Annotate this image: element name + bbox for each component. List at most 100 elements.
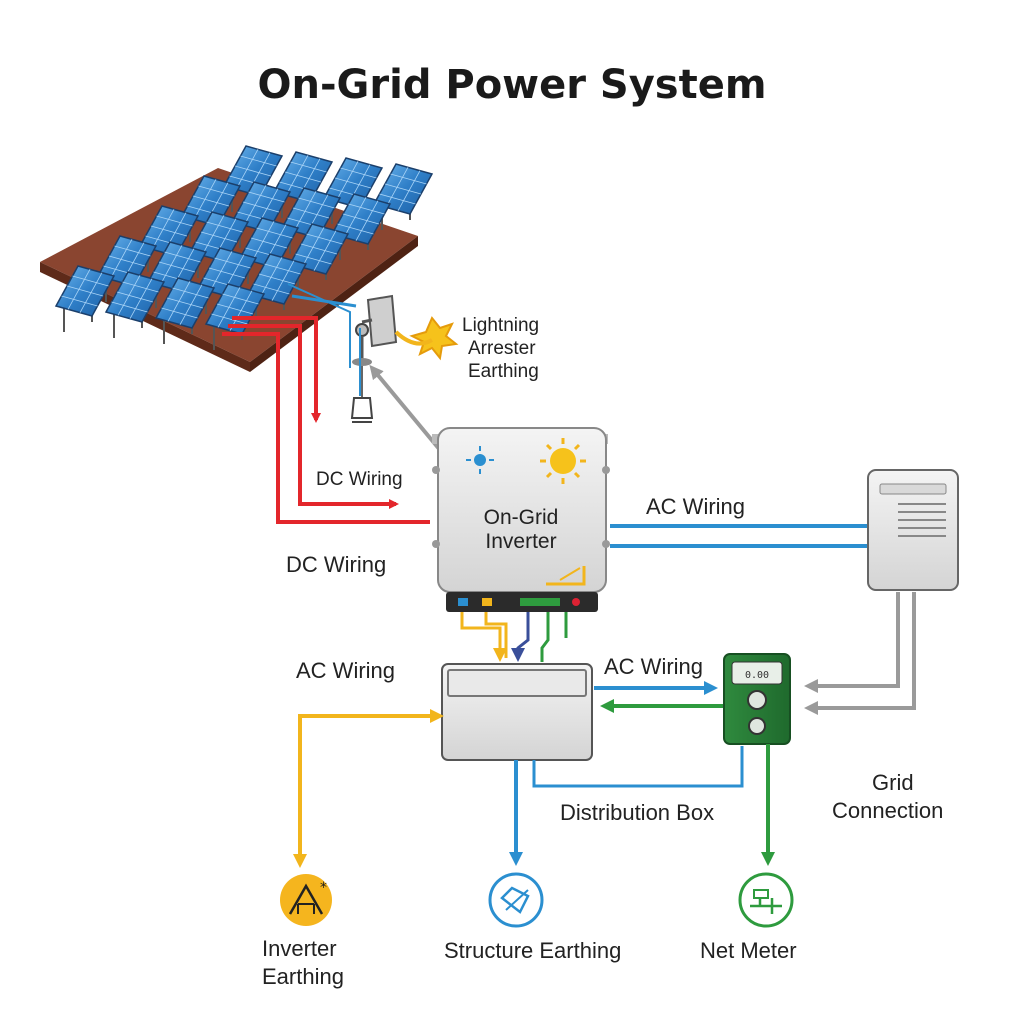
svg-text:*: *: [320, 880, 327, 896]
panel-cell-line: [164, 251, 201, 263]
panel-cell-line: [285, 155, 309, 196]
panel-cell-line: [390, 173, 427, 185]
panel-cell-line: [193, 179, 217, 220]
panel-cell-line: [217, 287, 241, 328]
panel-cell-line: [384, 183, 422, 195]
inverter-label-line2: Inverter: [485, 530, 557, 553]
panel-cell-line: [111, 301, 148, 313]
panel-cell-line: [209, 251, 233, 292]
grid-connection-label-1: Grid: [872, 770, 914, 795]
panel-cell-line: [79, 272, 103, 313]
panel-cell-line: [335, 161, 359, 202]
panel-cell-line: [306, 233, 343, 245]
panel-cell-line: [258, 273, 296, 285]
panel-cell-line: [150, 225, 188, 237]
grid-connection-label-2: Connection: [832, 798, 944, 823]
panel-cell-line: [337, 223, 374, 235]
ac-wiring-label-meter: AC Wiring: [604, 654, 704, 679]
lightning-label-1: Lightning: [462, 315, 540, 336]
panel-cell-line: [200, 231, 238, 243]
panel-cell-line: [355, 200, 379, 241]
panel-cell-line: [251, 221, 275, 262]
lightning-label-2: Arrester: [468, 338, 536, 359]
panel-cell-line: [151, 209, 175, 250]
panel-cell-line: [234, 165, 272, 177]
distribution-meter-link: [532, 746, 744, 788]
sun-icon: [409, 316, 459, 361]
dc-wires: [222, 283, 430, 524]
panel-cell-line: [250, 237, 288, 249]
panel-cell-line: [290, 161, 327, 173]
panel-cell-line: [129, 278, 153, 319]
panel-cell-line: [206, 221, 243, 233]
panel-cell-line: [334, 177, 372, 189]
panel-cell-line: [211, 313, 248, 325]
distribution-box-label: Distribution Box: [560, 800, 715, 825]
inverter-earthing-label-2: Earthing: [262, 964, 344, 989]
panel-cell-line: [342, 213, 380, 225]
distribution-box: [441, 663, 593, 761]
panel-cell-line: [385, 167, 409, 208]
panel-cell-line: [397, 170, 421, 211]
panel-cell-line: [216, 303, 254, 315]
panel-cell-line: [214, 257, 251, 269]
panel-cell-line: [300, 243, 338, 255]
ac-wiring-label-left: AC Wiring: [296, 658, 396, 683]
panel-cell-line: [379, 193, 416, 205]
lightning-arrester: [350, 294, 398, 423]
structure-earthing-label: Structure Earthing: [444, 938, 622, 963]
panel-cell-line: [66, 285, 104, 297]
panel-cell-line: [72, 275, 109, 287]
panel-cell-line: [298, 197, 335, 209]
lightning-label-3: Earthing: [468, 361, 539, 382]
earth-wire-arrester: [369, 364, 442, 452]
panel-cell-line: [243, 185, 267, 226]
panel-cell-line: [240, 155, 277, 167]
panel-cell-line: [301, 227, 325, 268]
panel-cell-line: [179, 284, 203, 325]
panel-cell-line: [158, 261, 196, 273]
panel-cell-line: [242, 201, 280, 213]
panel-cell-line: [109, 239, 133, 280]
inverter-label: On-Grid Inverter: [446, 506, 596, 554]
panel-cell-line: [253, 283, 290, 295]
panel-cell-line: [259, 257, 283, 298]
panel-cell-line: [248, 191, 285, 203]
panel-cell-line: [343, 197, 367, 238]
panel-cell-line: [159, 245, 183, 286]
on-grid-inverter: [432, 427, 610, 612]
panel-cell-line: [256, 227, 293, 239]
dc-wiring-label-lower: DC Wiring: [286, 552, 387, 577]
panel-cell-line: [348, 203, 385, 215]
svg-text:0.00: 0.00: [745, 670, 769, 681]
grid-to-meter-wires: [804, 592, 916, 715]
panel-cell-line: [313, 230, 337, 271]
inverter-earthing-label-1: Inverter: [262, 936, 337, 961]
page-title: On-Grid Power System: [257, 62, 767, 108]
net-meter-label: Net Meter: [700, 938, 797, 963]
earth-triangle-icon: *: [280, 874, 332, 926]
panel-cell-line: [192, 195, 230, 207]
panel-cell-line: [292, 207, 330, 219]
dc-wiring-label-upper: DC Wiring: [316, 469, 403, 490]
panel-cell-line: [172, 287, 209, 299]
panel-cell-line: [114, 245, 151, 257]
panel-cell-line: [108, 255, 146, 267]
net-meter-device: 0.00: [723, 653, 791, 745]
meter-icon: [738, 872, 794, 928]
panel-cell-line: [271, 260, 295, 301]
panel-cell-line: [166, 297, 204, 309]
panel-cell-line: [340, 167, 377, 179]
panel-cell-line: [67, 269, 91, 310]
grid-connection-box: [867, 469, 959, 591]
panel-cell-line: [208, 267, 246, 279]
inverter-to-distribution-wires: [460, 612, 568, 662]
inverter-label-line1: On-Grid: [483, 506, 559, 529]
panel-cell-line: [284, 171, 322, 183]
panel-cell-line: [293, 191, 317, 232]
solar-panel-array: [54, 145, 434, 350]
panel-cell-line: [116, 291, 154, 303]
panel-cell-line: [264, 263, 301, 275]
panel-cell-line: [167, 281, 191, 322]
panel-cell-line: [156, 215, 193, 227]
